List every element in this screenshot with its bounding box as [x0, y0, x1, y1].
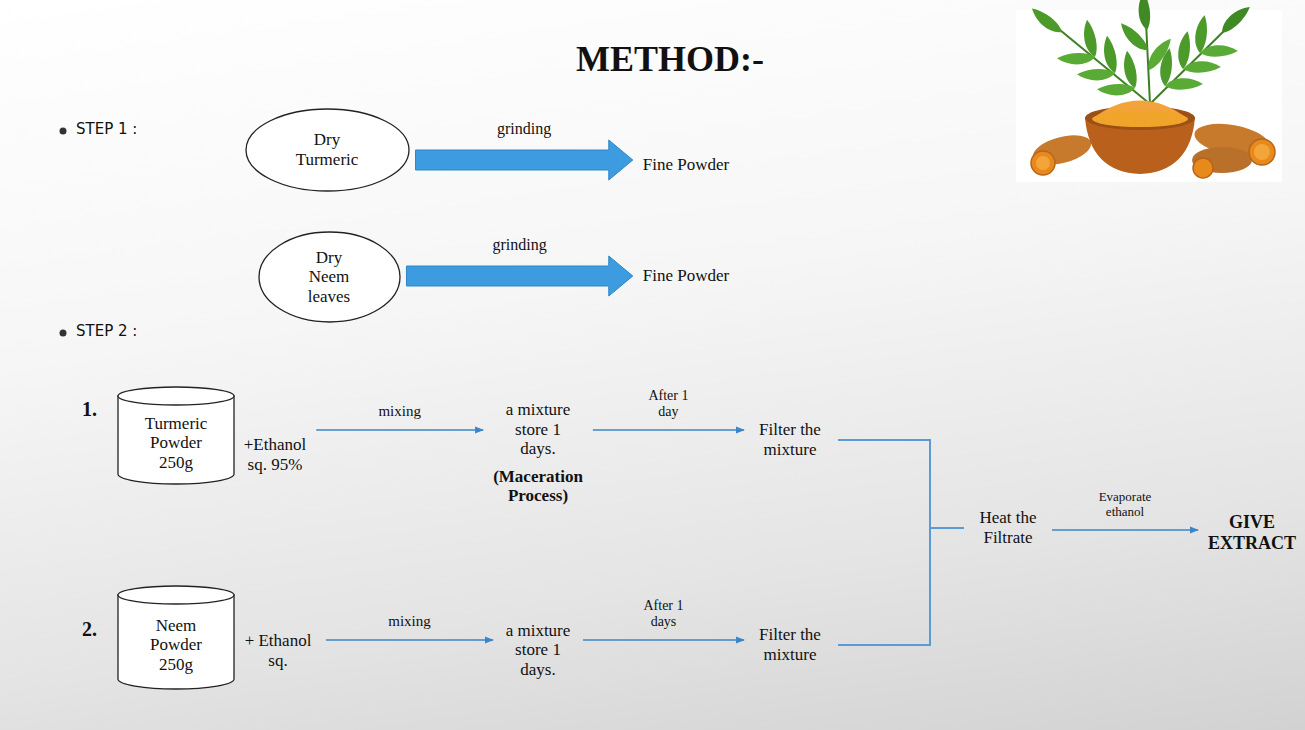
- node-label: a mixture store 1 days.: [503, 400, 573, 459]
- neem-leaf: [1165, 77, 1204, 90]
- node-label: Neem Powder 250g: [150, 616, 202, 675]
- node-note: (Maceration Process): [493, 467, 583, 506]
- edge-label: mixing: [388, 613, 431, 630]
- flow-arrow: [326, 639, 493, 641]
- node-text-group: Dry Turmeric: [296, 130, 359, 169]
- neem-leaf: [1097, 84, 1135, 97]
- node-text-group: Fine Powder: [643, 155, 729, 175]
- node-text-group: a mixture store 1 days.: [503, 621, 573, 680]
- edge-label: After 1 day: [642, 388, 694, 420]
- neem-leaves: [1028, 0, 1253, 104]
- neem-leaf: [1080, 19, 1099, 59]
- process-step: Heat the Filtrate: [970, 506, 1046, 549]
- neem-leaf: [1120, 50, 1139, 90]
- neem-leaf: [1176, 30, 1192, 69]
- edge-label: mixing: [378, 403, 421, 420]
- node-text-group: Filter the mixture: [754, 420, 826, 459]
- turmeric-root: [1030, 130, 1095, 171]
- block-arrow: [416, 140, 633, 180]
- ellipse-shape: [246, 109, 409, 191]
- turmeric-neem-picture: [1016, 0, 1282, 182]
- row-number: 2.: [82, 618, 97, 641]
- node-label: Fine Powder: [643, 155, 729, 175]
- flow-arrow: [583, 639, 744, 641]
- edge-label: After 1 days: [638, 598, 690, 630]
- block-arrow: [406, 256, 632, 296]
- powder-container: Neem Powder 250g: [117, 585, 235, 689]
- merge-bracket: [838, 528, 964, 645]
- node-text-group: Fine Powder: [643, 266, 729, 286]
- node-label: Filter the mixture: [754, 420, 826, 459]
- node-label: Turmeric Powder 250g: [145, 414, 208, 473]
- node-text-group: Turmeric Powder 250g: [145, 414, 208, 473]
- node-text-group: + Ethanol sq.: [240, 631, 316, 670]
- node-text-group: Dry Neem leaves: [308, 248, 350, 307]
- process-step: a mixture store 1 days.: [499, 619, 577, 682]
- turmeric-slice: [1249, 139, 1275, 165]
- picture-ground: [1016, 10, 1282, 182]
- edge-label: grinding: [493, 236, 547, 254]
- diagram-title: METHOD:-: [576, 38, 764, 80]
- process-step: Filter the mixture: [750, 623, 830, 666]
- turmeric-slice: [1193, 158, 1213, 178]
- node-text-group: a mixture store 1 days. (Maceration Proce…: [493, 400, 583, 506]
- product-text: Fine Powder: [639, 153, 733, 177]
- node-text-group: Heat the Filtrate: [974, 508, 1042, 547]
- solvent-text: + Ethanol sq.: [236, 629, 320, 672]
- node-label: Heat the Filtrate: [974, 508, 1042, 547]
- neem-leaf: [1077, 69, 1115, 82]
- row-number: 1.: [82, 398, 97, 421]
- node-label: +Ethanol sq. 95%: [244, 435, 306, 474]
- node-label: Dry Turmeric: [296, 130, 359, 169]
- step-heading: STEP 1 :: [76, 121, 137, 138]
- cylinder-body: [118, 396, 234, 484]
- ellipse-shape: [259, 232, 400, 322]
- merge-bracket: [838, 440, 964, 528]
- turmeric-slice-core: [1254, 144, 1270, 160]
- node-text-group: +Ethanol sq. 95%: [244, 435, 306, 474]
- cylinder-top: [118, 387, 234, 405]
- step-heading: STEP 2 :: [76, 323, 137, 340]
- neem-leaf: [1143, 35, 1174, 73]
- node-label: Fine Powder: [643, 266, 729, 286]
- cylinder-body: [118, 595, 234, 689]
- node-label: Dry Neem leaves: [308, 248, 350, 307]
- flow-arrow: [593, 429, 744, 431]
- node-label: + Ethanol sq.: [240, 631, 316, 670]
- node-text-group: GIVE EXTRACT: [1208, 512, 1296, 553]
- neem-stem: [1150, 25, 1230, 104]
- node-label: a mixture store 1 days.: [503, 621, 573, 680]
- turmeric-slice: [1031, 151, 1055, 175]
- solvent-text: +Ethanol sq. 95%: [240, 433, 310, 476]
- result-text: GIVE EXTRACT: [1204, 510, 1300, 555]
- neem-leaf: [1057, 53, 1095, 66]
- flow-arrow: [1052, 529, 1198, 531]
- node-text-group: Neem Powder 250g: [150, 616, 202, 675]
- edge-label: Evaporate ethanol: [1099, 490, 1152, 520]
- flow-arrow: [316, 429, 483, 431]
- bullet-dot: [60, 128, 67, 135]
- neem-leaf: [1183, 60, 1222, 73]
- node-label: Filter the mixture: [754, 625, 826, 664]
- cylinder-top: [118, 586, 234, 604]
- turmeric-slice-core: [1036, 156, 1050, 170]
- product-text: Fine Powder: [639, 264, 733, 288]
- node-label: GIVE EXTRACT: [1208, 512, 1296, 553]
- neem-leaf: [1217, 2, 1252, 36]
- edge-label: grinding: [497, 120, 551, 138]
- bullet-dot: [60, 330, 67, 337]
- process-step: a mixture store 1 days. (Maceration Proce…: [489, 398, 587, 508]
- neem-leaf: [1193, 14, 1209, 53]
- neem-leaf: [1100, 35, 1119, 75]
- node-text-group: Filter the mixture: [754, 625, 826, 664]
- turmeric-powder: [1092, 111, 1188, 127]
- neem-leaf: [1028, 5, 1065, 37]
- process-step: Filter the mixture: [750, 418, 830, 461]
- raw-material-ellipse: Dry Neem leaves: [258, 231, 401, 323]
- neem-leaf: [1137, 0, 1152, 31]
- powder-container: Turmeric Powder 250g: [117, 386, 235, 484]
- raw-material-ellipse: Dry Turmeric: [245, 108, 410, 192]
- neem-leaf: [1200, 44, 1239, 57]
